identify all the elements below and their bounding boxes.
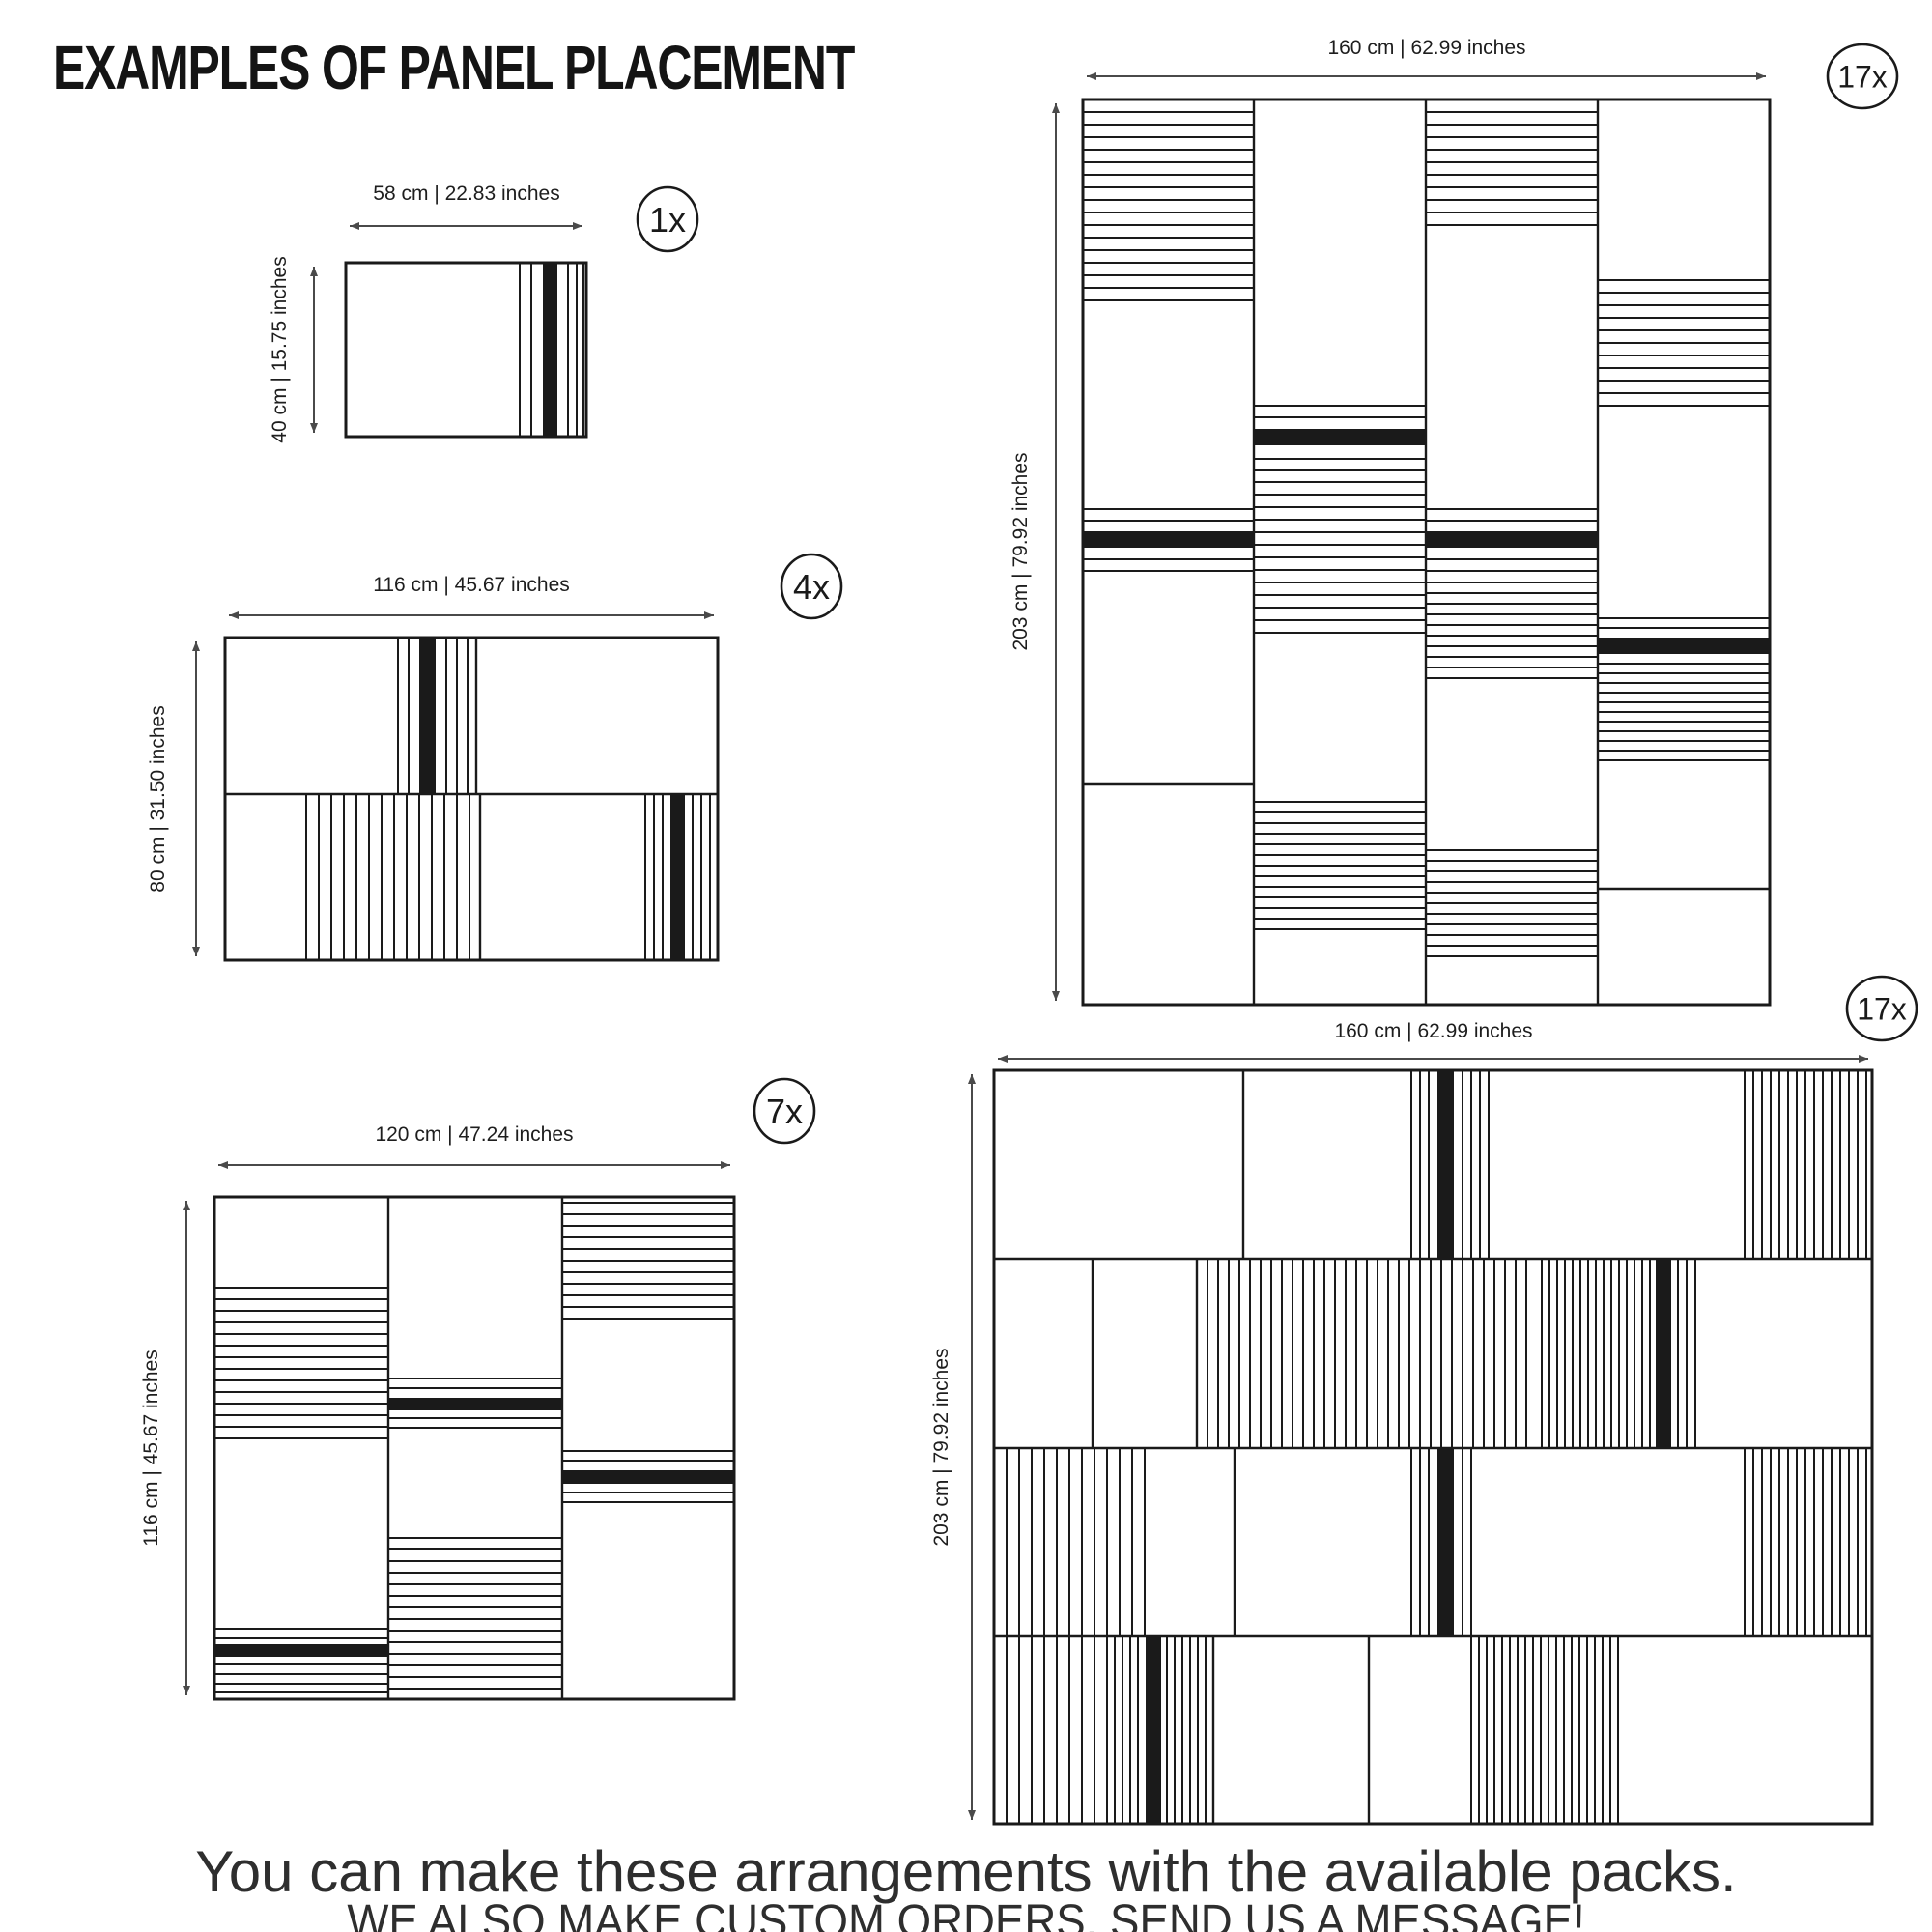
black-stripe: [1146, 1636, 1161, 1824]
width-dimension-label: 58 cm | 22.83 inches: [373, 183, 559, 205]
diagram-four-pack: 116 cm | 45.67 inches 80 cm | 31.50 inche…: [147, 553, 843, 962]
black-stripe: [214, 1644, 388, 1657]
black-stripe: [1598, 638, 1770, 654]
black-stripe: [419, 638, 436, 794]
black-stripe: [1437, 1070, 1454, 1259]
page-title: EXAMPLES OF PANEL PLACEMENT: [53, 33, 855, 102]
quantity-badge-label: 1x: [649, 200, 686, 240]
quantity-badge-circle: [636, 185, 699, 253]
black-stripe: [543, 263, 557, 437]
quantity-badge-circle: [753, 1077, 816, 1145]
quantity-badge-label: 17x: [1857, 992, 1907, 1027]
black-stripe: [388, 1398, 562, 1410]
black-stripe: [1656, 1259, 1671, 1448]
black-stripe: [562, 1470, 734, 1484]
width-dimension-label: 160 cm | 62.99 inches: [1327, 37, 1525, 59]
single-panel-outline: [344, 261, 588, 439]
height-dimension-label: 116 cm | 45.67 inches: [140, 1350, 162, 1547]
quantity-badge-circle: [1826, 43, 1899, 110]
quantity-badge-label: 17x: [1837, 60, 1888, 95]
seventeen-pack-bricks-outline: [992, 1068, 1874, 1826]
width-dimension-label: 120 cm | 47.24 inches: [375, 1123, 573, 1146]
black-stripe: [1083, 531, 1254, 548]
footer-availability-text: You can make these arrangements with the…: [195, 1839, 1737, 1904]
diagram-seven-pack: 120 cm | 47.24 inches 116 cm | 45.67 inch…: [140, 1077, 816, 1701]
quantity-badge-circle: [1845, 975, 1918, 1042]
width-dimension-label: 116 cm | 45.67 inches: [373, 574, 570, 596]
diagram-single-panel: 58 cm | 22.83 inches 40 cm | 15.75 inches…: [269, 183, 699, 443]
quantity-badge-label: 4x: [793, 567, 830, 607]
height-dimension-label: 80 cm | 31.50 inches: [147, 705, 169, 892]
four-pack-outline: [223, 636, 720, 962]
quantity-badge-circle: [780, 553, 843, 620]
diagram-seventeen-pack-columns: 160 cm | 62.99 inches 203 cm | 79.92 inch…: [1009, 37, 1899, 1007]
black-stripe: [1437, 1448, 1454, 1636]
height-dimension-label: 203 cm | 79.92 inches: [930, 1348, 952, 1546]
width-dimension-label: 160 cm | 62.99 inches: [1334, 1020, 1532, 1042]
black-stripe: [670, 794, 685, 960]
quantity-badge-label: 7x: [766, 1092, 803, 1131]
seventeen-pack-columns-outline: [1081, 98, 1772, 1007]
footer-custom-orders-text: WE ALSO MAKE CUSTOM ORDERS. SEND US A ME…: [347, 1896, 1585, 1932]
black-stripe: [1254, 429, 1426, 445]
height-dimension-label: 203 cm | 79.92 inches: [1009, 452, 1032, 650]
height-dimension-label: 40 cm | 15.75 inches: [269, 256, 291, 442]
diagram-seventeen-pack-bricks: 160 cm | 62.99 inches 203 cm | 79.92 inch…: [930, 975, 1918, 1826]
seven-pack-outline: [213, 1195, 736, 1701]
black-stripe: [1426, 531, 1598, 548]
